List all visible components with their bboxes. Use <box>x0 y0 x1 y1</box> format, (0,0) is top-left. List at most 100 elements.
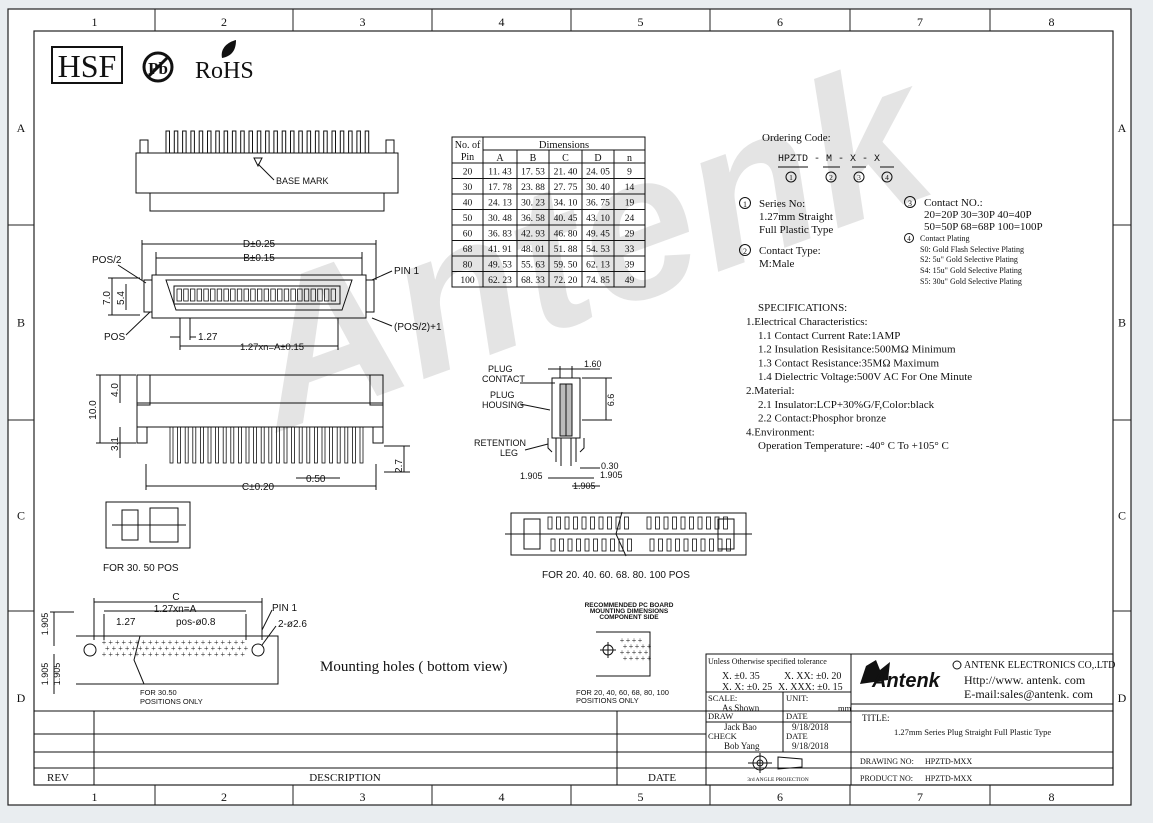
dim-b: B±0.15 <box>243 253 275 264</box>
col-label-top: 4 <box>499 15 505 29</box>
dim-1905-vb: 1.905 <box>40 663 50 686</box>
col-label-bottom: 2 <box>221 790 227 804</box>
plan-pin-bottom <box>666 538 672 552</box>
side-pin <box>199 426 204 464</box>
plan-pin-top <box>564 516 570 530</box>
tol-1b: X. XX: ±0. 20 <box>784 671 841 682</box>
contact-no-title: Contact NO.: <box>924 197 983 209</box>
hole-mark: + <box>234 650 239 659</box>
company-name: ANTENK ELECTRONICS CO,.LTD <box>964 660 1115 671</box>
label-plug-housing-2: HOUSING <box>482 400 524 410</box>
dim-66: 6.6 <box>606 394 616 407</box>
draw-label: DRAW <box>708 711 733 721</box>
projection-cone <box>777 756 803 770</box>
table-cell: 41. 91 <box>488 245 512 255</box>
side-leg-right <box>372 426 384 444</box>
retention-legs <box>555 438 577 466</box>
col-label-bottom: 8 <box>1049 790 1055 804</box>
hole-mark: + <box>108 650 113 659</box>
title-block <box>34 653 1114 786</box>
hole-mark: + <box>148 638 153 647</box>
plan-pin-top <box>672 516 677 530</box>
unit-value: mm <box>838 703 852 713</box>
dim-127: 1.27 <box>198 332 218 343</box>
table-cell: 30. 48 <box>488 214 512 224</box>
front-contact <box>330 288 337 302</box>
mark-1-text: 1 <box>743 200 747 209</box>
front-contact <box>303 288 310 302</box>
front-contact <box>230 288 236 302</box>
col-label-top: 8 <box>1049 15 1055 29</box>
label-pos21: (POS/2)+1 <box>394 322 442 333</box>
hole-mark: + <box>197 644 202 653</box>
hole-grid: ++++++++++++++++++++++++++++++++++++++++… <box>102 638 249 659</box>
board-outline <box>76 635 279 685</box>
plating-title: Contact Plating <box>920 234 970 243</box>
col-label-bottom: 5 <box>638 790 644 804</box>
row-label-right: A <box>1118 121 1127 135</box>
contact-no-line-1: 20=20P 30=30P 40=40P <box>924 209 1032 221</box>
pcb-hole-mark: + <box>632 636 637 645</box>
table-cell: 68. 33 <box>521 276 545 286</box>
scale-label: SCALE: <box>708 693 737 703</box>
label-plug-housing-1: PLUG <box>490 390 515 400</box>
plan-pin-top <box>646 516 652 530</box>
table-cell: 17. 53 <box>521 168 545 178</box>
table-col-header: n <box>627 153 632 164</box>
leader-pin1b <box>261 609 273 631</box>
pcb-hole-mark: + <box>623 654 628 663</box>
pcb-hole-mark: + <box>647 654 652 663</box>
hole-mark: + <box>230 644 235 653</box>
plan-pin-bottom <box>627 538 632 552</box>
table-cell: 39 <box>625 261 635 271</box>
hole-mark: + <box>221 650 226 659</box>
plan-pin-top <box>697 516 703 530</box>
projection-label: 3rd ANGLE PROJECTION <box>747 777 808 783</box>
front-contact <box>263 288 270 302</box>
mark-3 <box>904 196 916 208</box>
retention-hooks <box>547 438 585 453</box>
pcb-hole-mark: + <box>647 642 652 651</box>
hole-mark: + <box>227 638 232 647</box>
table-cell: 62. 23 <box>488 276 512 286</box>
plan-pin-top <box>598 516 604 530</box>
hole-mark: + <box>128 638 133 647</box>
plan-pin-top <box>615 516 621 530</box>
table-header-1: No. of <box>455 140 481 151</box>
dim-70: 7.0 <box>102 291 113 305</box>
plan-large-pins <box>547 516 731 552</box>
recommended-3: COMPONENT SIDE <box>599 614 659 621</box>
col-label-top: 3 <box>360 15 366 29</box>
base-mark-triangle <box>253 157 263 168</box>
ordering-code-text: HPZTD - M - X - X <box>778 154 880 165</box>
rohs-logo: RoHS <box>195 58 254 84</box>
col-label-bottom: 1 <box>92 790 98 804</box>
side-pin <box>283 426 288 464</box>
side-pin <box>245 426 250 464</box>
hole-mark: + <box>161 650 166 659</box>
plan-pin-bottom <box>550 538 556 552</box>
hole-mark: + <box>138 644 143 653</box>
drawing-value: HPZTD-MXX <box>925 757 972 766</box>
dim-030: 0.30 <box>601 461 619 471</box>
hole-mark: + <box>188 650 193 659</box>
plan-pin-top <box>607 516 612 530</box>
dim-1905-bottom: 1.905 <box>573 481 596 491</box>
table-cell: 60 <box>463 230 473 240</box>
mark-4-text: 4 <box>907 235 911 243</box>
table-cell: 59. 50 <box>554 261 578 271</box>
plan-pin-bottom <box>717 538 723 552</box>
side-pin <box>329 426 334 464</box>
pcb-hole-mark: + <box>620 636 625 645</box>
hole-mark: + <box>214 650 219 659</box>
date-header: DATE <box>648 772 676 784</box>
pcb-hole-mark: + <box>620 648 625 657</box>
drawing-label: DRAWING NO: <box>860 757 914 766</box>
plating-line-4: S5: 30u" Gold Selective Plating <box>920 277 1022 286</box>
label-for3050b-1: FOR 30.50 <box>140 688 177 697</box>
pcb-hole-mark: + <box>638 648 643 657</box>
label-retention-1: RETENTION <box>474 438 526 448</box>
side-pin <box>344 426 349 464</box>
label-mounting: Mounting holes ( bottom view) <box>320 659 508 675</box>
